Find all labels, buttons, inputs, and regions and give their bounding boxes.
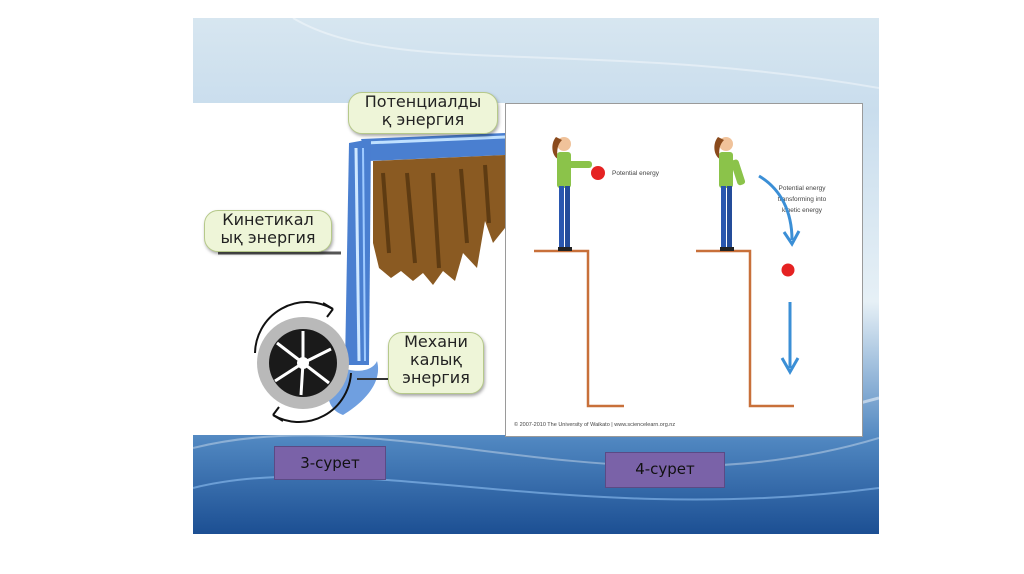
kinetic-energy-label: Кинетикал ық энергия <box>204 210 332 252</box>
rotation-arrow <box>254 301 334 354</box>
ledge-right <box>696 249 794 408</box>
ball-falling <box>781 263 795 277</box>
transform-text-line-2: transforming into <box>778 196 827 203</box>
rock-cliff <box>373 155 505 285</box>
transform-text-line-3: kinetic energy <box>782 207 823 214</box>
potential-energy-text: Potential energy <box>612 170 660 177</box>
figure-4-panel: Potential energy Potential energy transf… <box>505 103 863 437</box>
girl-holding-ball <box>552 137 592 251</box>
girl-dropping-ball <box>714 137 746 251</box>
caption-figure-3: 3-сурет <box>274 446 386 480</box>
transform-text-line-1: Potential energy <box>779 185 827 192</box>
caption-figure-4: 4-сурет <box>605 452 725 488</box>
energy-diagram: Potential energy Potential energy transf… <box>514 137 827 428</box>
ledge-left <box>534 249 624 408</box>
fall-arrow-upper <box>758 174 794 241</box>
rotation-arrow <box>272 372 352 423</box>
potential-energy-label: Потенциалды қ энергия <box>348 92 498 134</box>
waterfall-illustration <box>218 133 506 423</box>
copyright-text: © 2007-2010 The University of Waikato | … <box>514 421 675 428</box>
mechanical-energy-label: Механи калық энергия <box>388 332 484 394</box>
ball-held <box>591 166 605 180</box>
